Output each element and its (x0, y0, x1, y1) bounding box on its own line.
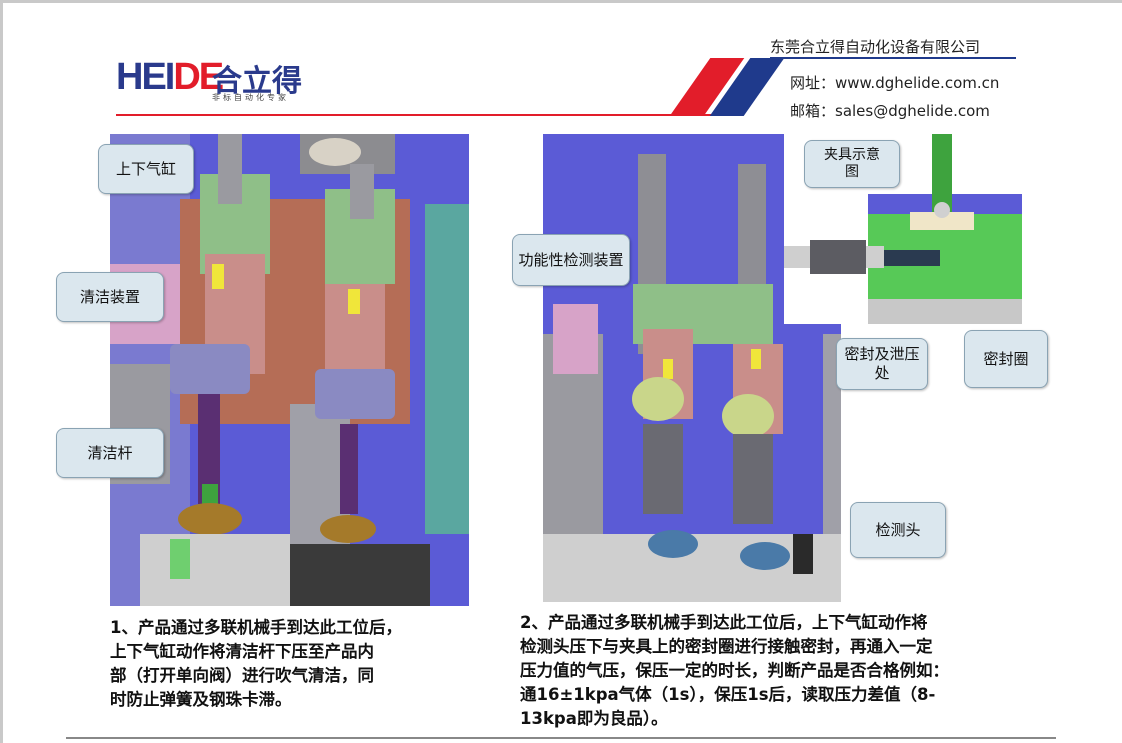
fixture-diagram-image (784, 134, 1022, 324)
website-text: 网址：www.dghelide.com.cn (790, 74, 1000, 92)
left-caption-line: 上下气缸动作将清洁杆下压至产品内 (110, 642, 374, 661)
company-logo: HEIDE 合立得 非标自动化专家 (116, 56, 316, 106)
cleaning-station-image (110, 134, 469, 606)
company-underline (770, 57, 1016, 59)
right-caption-line: 13kpa即为良品）。 (520, 709, 668, 728)
page-frame-left (0, 0, 3, 743)
right-caption-line: 2、产品通过多联机械手到达此工位后，上下气缸动作将 (520, 613, 928, 632)
right-caption-line: 压力值的气压，保压一定的时长，判断产品是否合格例如： (520, 661, 949, 680)
callout-cleaning-device: 清洁装置 (56, 272, 164, 322)
logo-chinese: 合立得 (212, 64, 302, 99)
left-caption-line: 1、产品通过多联机械手到达此工位后， (110, 618, 402, 637)
logo-latin: HEIDE (116, 56, 224, 98)
right-caption-line: 通16±1kpa气体（1s），保压1s后，读取压力差值（8- (520, 685, 936, 704)
right-caption-line: 检测头压下与夹具上的密封圈进行接触密封，再通入一定 (520, 637, 933, 656)
logo-tagline: 非标自动化专家 (212, 93, 289, 102)
callout-lift-cylinder: 上下气缸 (98, 144, 194, 194)
callout-function-test-device: 功能性检测装置 (512, 234, 630, 286)
left-caption: 1、产品通过多联机械手到达此工位后， 上下气缸动作将清洁杆下压至产品内 部（打开… (110, 616, 510, 712)
right-caption: 2、产品通过多联机械手到达此工位后，上下气缸动作将 检测头压下与夹具上的密封圈进… (520, 611, 1080, 731)
callout-detection-head: 检测头 (850, 502, 946, 558)
left-caption-line: 时防止弹簧及钢珠卡滞。 (110, 690, 292, 709)
footer-rule (66, 737, 1056, 739)
company-name: 东莞合立得自动化设备有限公司 (770, 38, 981, 56)
callout-seal-ring: 密封圈 (964, 330, 1048, 388)
page-frame-top (0, 0, 1122, 3)
left-caption-line: 部（打开单向阀）进行吹气清洁，同 (110, 666, 374, 685)
email-text: 邮箱：sales@dghelide.com (790, 102, 990, 120)
callout-cleaning-rod: 清洁杆 (56, 428, 164, 478)
callout-fixture-diagram: 夹具示意图 (804, 140, 900, 188)
callout-seal-release-point: 密封及泄压处 (836, 338, 928, 390)
header-red-rule (116, 114, 736, 116)
